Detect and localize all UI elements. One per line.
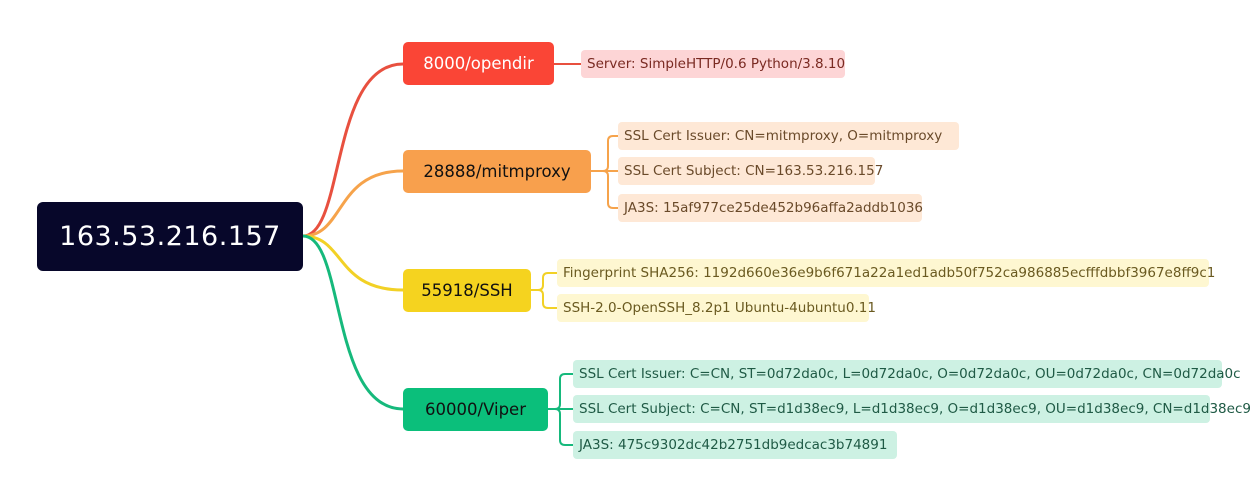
link-root-to-branch-0 — [302, 62, 404, 238]
detail-ssl-cert-subject[interactable]: SSL Cert Subject: C=CN, ST=d1d38ec9, L=d… — [573, 395, 1251, 423]
detail-ssh-fingerprint[interactable]: Fingerprint SHA256: 1192d660e36e9b6f671a… — [557, 259, 1215, 287]
link-branch-3-to-detail-0 — [548, 373, 573, 410]
branch-node-ssh[interactable]: 55918/SSH — [403, 269, 531, 312]
link-root-to-branch-1 — [302, 169, 404, 238]
detail-ja3s[interactable]: JA3S: 475c9302dc42b2751db9edcac3b74891 — [573, 431, 897, 459]
link-branch-1-to-detail-2 — [591, 170, 618, 209]
detail-ssl-cert-issuer[interactable]: SSL Cert Issuer: CN=mitmproxy, O=mitmpro… — [618, 122, 959, 150]
link-root-to-branch-2 — [302, 234, 404, 292]
link-branch-2-to-detail-0 — [531, 272, 557, 291]
detail-server-header[interactable]: Server: SimpleHTTP/0.6 Python/3.8.10 — [581, 50, 845, 78]
link-root-to-branch-3 — [302, 234, 404, 411]
link-branch-3-to-detail-2 — [548, 408, 573, 446]
detail-ssh-banner[interactable]: SSH-2.0-OpenSSH_8.2p1 Ubuntu-4ubuntu0.11 — [557, 294, 876, 322]
detail-ssl-cert-issuer[interactable]: SSL Cert Issuer: C=CN, ST=0d72da0c, L=0d… — [573, 360, 1241, 388]
branch-node-mitmproxy[interactable]: 28888/mitmproxy — [403, 150, 591, 193]
root-node-ip[interactable]: 163.53.216.157 — [37, 202, 303, 271]
branch-node-opendir[interactable]: 8000/opendir — [403, 42, 554, 85]
link-branch-2-to-detail-1 — [531, 289, 557, 309]
detail-ja3s[interactable]: JA3S: 15af977ce25de452b96affa2addb1036 — [618, 194, 923, 222]
branch-node-viper[interactable]: 60000/Viper — [403, 388, 548, 431]
link-branch-1-to-detail-0 — [591, 135, 618, 172]
detail-ssl-cert-subject[interactable]: SSL Cert Subject: CN=163.53.216.157 — [618, 157, 883, 185]
